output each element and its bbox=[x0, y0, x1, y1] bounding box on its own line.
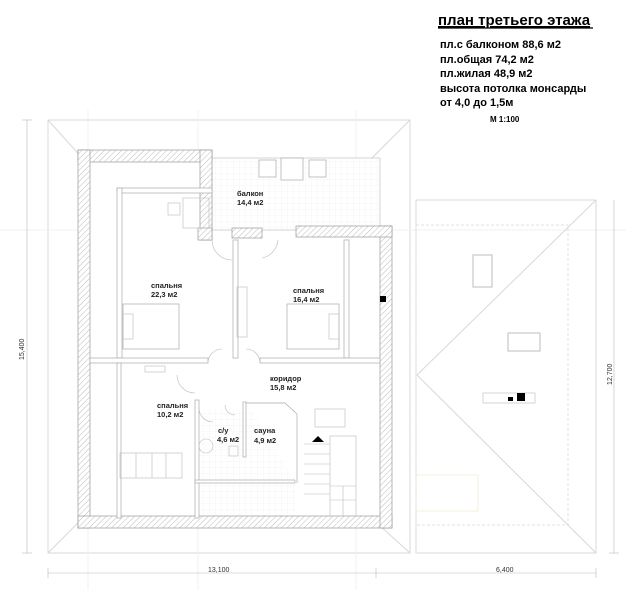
furniture bbox=[119, 296, 386, 479]
partitions bbox=[89, 187, 381, 519]
dim-bottom-left: 13,100 bbox=[208, 567, 230, 574]
svg-text:16,4 м2: 16,4 м2 bbox=[293, 295, 319, 304]
svg-text:22,3 м2: 22,3 м2 bbox=[151, 290, 177, 299]
room-label-balcony: балкон 14,4 м2 bbox=[237, 189, 263, 207]
room-label-bedroom-1: спальня 22,3 м2 bbox=[151, 281, 182, 299]
room-label-corridor: коридор 15,8 м2 bbox=[270, 374, 302, 392]
sofa bbox=[119, 452, 183, 479]
room-label-bedroom-2: спальня 16,4 м2 bbox=[293, 286, 324, 304]
svg-text:10,2 м2: 10,2 м2 bbox=[157, 410, 183, 419]
scale-label: М 1:100 bbox=[490, 115, 520, 124]
toilet bbox=[228, 445, 239, 457]
bed bbox=[122, 303, 180, 350]
info-line: пл.с балконом 88,6 м2 bbox=[440, 39, 561, 51]
plan-title: план третьего этажа bbox=[438, 12, 591, 29]
stair-arrow-icon bbox=[312, 436, 324, 442]
dim-bottom-right: 6,400 bbox=[496, 567, 514, 574]
svg-text:15,8 м2: 15,8 м2 bbox=[270, 383, 296, 392]
staircase bbox=[304, 435, 357, 517]
roof-window bbox=[472, 254, 493, 288]
info-line: пл.общая 74,2 м2 bbox=[440, 54, 534, 66]
svg-text:4,6 м2: 4,6 м2 bbox=[217, 435, 239, 444]
roof-window bbox=[507, 332, 541, 352]
room-label-bathroom: с/у 4,6 м2 bbox=[217, 426, 239, 444]
chimney bbox=[482, 392, 536, 404]
dim-left-height: 15,400 bbox=[19, 338, 26, 360]
info-line: от 4,0 до 1,5м bbox=[440, 97, 513, 109]
svg-text:14,4 м2: 14,4 м2 bbox=[237, 198, 263, 207]
sink bbox=[198, 438, 214, 454]
svg-text:спальня: спальня bbox=[293, 286, 324, 295]
dimension-lines bbox=[22, 119, 619, 578]
svg-text:4,9 м2: 4,9 м2 bbox=[254, 436, 276, 445]
svg-text:спальня: спальня bbox=[151, 281, 182, 290]
svg-text:с/у: с/у bbox=[218, 426, 229, 435]
svg-text:сауна: сауна bbox=[254, 426, 276, 435]
roof-outline-right bbox=[415, 199, 597, 554]
room-label-sauna: сауна 4,9 м2 bbox=[254, 426, 276, 445]
doors bbox=[176, 239, 279, 423]
room-label-bedroom-3: спальня 10,2 м2 bbox=[157, 401, 188, 419]
info-line: высота потолка монсарды bbox=[440, 83, 586, 95]
svg-text:балкон: балкон bbox=[237, 189, 263, 198]
info-line: пл.жилая 48,9 м2 bbox=[440, 68, 533, 80]
dim-right-height: 12,700 bbox=[607, 363, 614, 385]
svg-text:спальня: спальня bbox=[157, 401, 188, 410]
svg-text:коридор: коридор bbox=[270, 374, 302, 383]
bed bbox=[286, 303, 340, 350]
